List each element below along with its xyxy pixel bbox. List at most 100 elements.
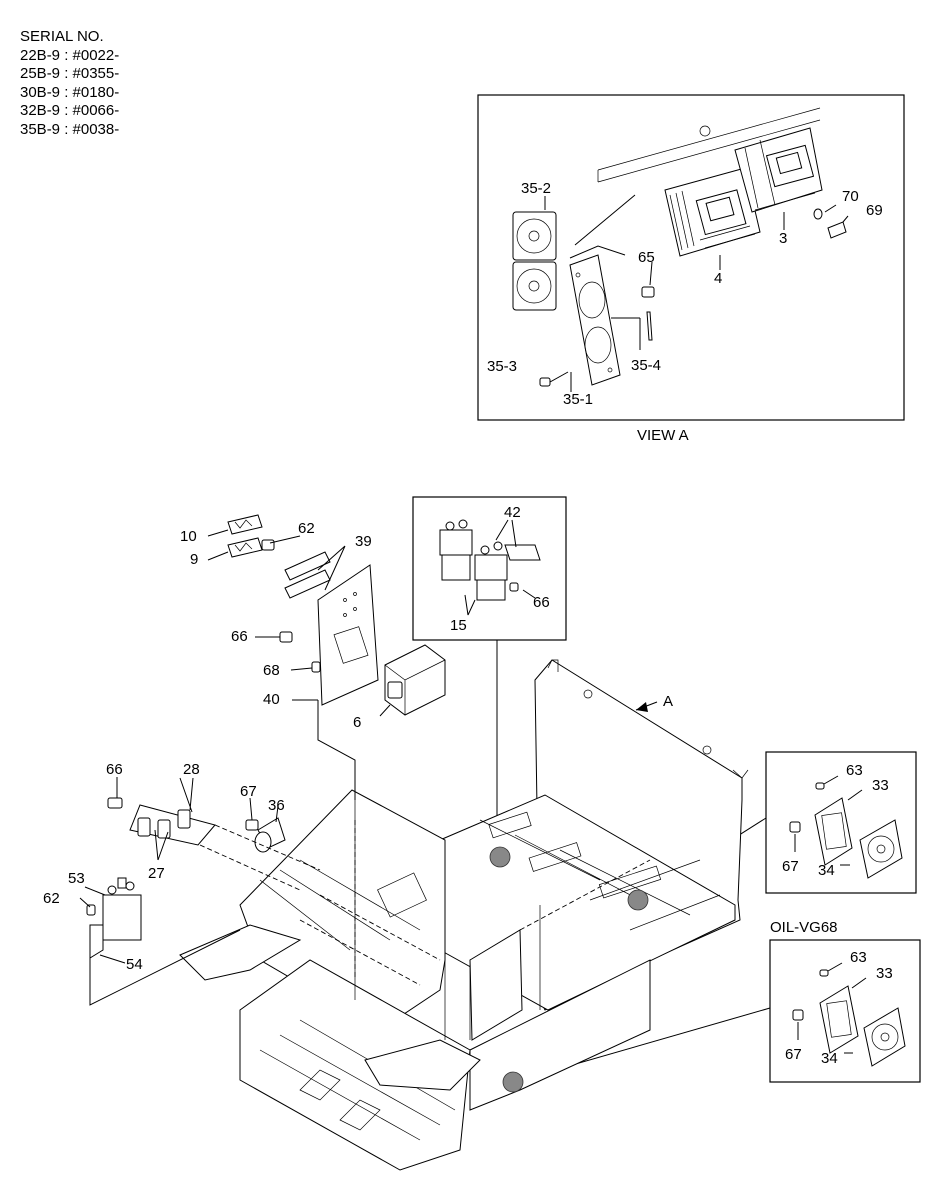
fan-inset-2: 63 33 67 34 — [769, 939, 921, 1083]
relay-block-28 — [129, 804, 216, 846]
callout-marker — [627, 889, 649, 911]
serial-line: 25B-9 : #0355- — [20, 65, 120, 82]
screw-62 — [86, 904, 96, 916]
screw-66 — [107, 797, 123, 809]
label-70: 70 — [842, 188, 859, 205]
label-27: 27 — [148, 865, 165, 882]
screw-66 — [509, 582, 519, 592]
left-dashed-lines — [199, 824, 321, 891]
fan-34 — [859, 819, 903, 879]
contactor-inset: 42 66 15 — [412, 496, 567, 641]
label-68: 68 — [263, 662, 280, 679]
label-62: 62 — [43, 890, 60, 907]
fan-inset-1-leaders — [794, 775, 863, 866]
right-step — [364, 1039, 481, 1091]
view-a-leaders — [544, 194, 849, 392]
view-a-bracket-lines — [597, 107, 821, 183]
bottom-chassis — [239, 959, 471, 1171]
fan-35-2 — [512, 211, 557, 311]
serial-line: 32B-9 : #0066- — [20, 102, 120, 119]
gasket-33 — [814, 797, 853, 866]
screw-65 — [641, 286, 655, 298]
screw-66 — [279, 631, 293, 643]
left-step — [179, 924, 302, 981]
contactor-leaders — [464, 519, 536, 616]
label-67: 67 — [240, 783, 257, 800]
label-34: 34 — [821, 1050, 838, 1067]
label-54: 54 — [126, 956, 143, 973]
label-40: 40 — [263, 691, 280, 708]
serial-line: 35B-9 : #0038- — [20, 120, 120, 138]
label-67: 67 — [782, 858, 799, 875]
screw-68 — [311, 661, 321, 673]
controller-unit-4 — [664, 167, 761, 257]
label-33: 33 — [876, 965, 893, 982]
upper-left-leaders — [207, 529, 391, 717]
view-a-caption: VIEW A — [637, 427, 689, 444]
label-10: 10 — [180, 528, 197, 545]
screw-63 — [815, 782, 825, 790]
inner-upright — [469, 929, 523, 1041]
label-33: 33 — [872, 777, 889, 794]
view-a-frame — [477, 94, 905, 421]
label-53: 53 — [68, 870, 85, 887]
label-67: 67 — [785, 1046, 802, 1063]
contactor-15 — [439, 519, 508, 601]
screw-67 — [792, 1009, 804, 1021]
callout-marker — [489, 846, 511, 868]
fan-inset-1: 63 33 67 34 — [765, 751, 917, 894]
fan-inset-2-leaders — [797, 962, 867, 1054]
label-34: 34 — [818, 862, 835, 879]
bracket-36 — [254, 817, 286, 853]
label-35-3: 35-3 — [487, 358, 517, 375]
screw-67 — [789, 821, 801, 833]
label-66: 66 — [231, 628, 248, 645]
gasket-33 — [819, 985, 859, 1054]
bracket-40 — [317, 564, 379, 706]
label-6: 6 — [353, 714, 361, 731]
label-69: 69 — [866, 202, 883, 219]
label-63: 63 — [850, 949, 867, 966]
serial-title: SERIAL NO. — [20, 28, 104, 45]
label-42: 42 — [504, 504, 521, 521]
oil-vg68-label: OIL-VG68 — [770, 919, 838, 936]
screw-35-3 — [539, 371, 569, 387]
label-66: 66 — [533, 594, 550, 611]
screw-67 — [245, 819, 259, 831]
bracket-42 — [504, 544, 541, 561]
label-63: 63 — [846, 762, 863, 779]
label-3: 3 — [779, 230, 787, 247]
contactor-53 — [102, 877, 142, 941]
controller-unit-3 — [734, 127, 823, 213]
screw-69 — [827, 221, 847, 239]
view-a-inset: 35-2 70 69 3 65 4 35-3 35-4 35-1 — [477, 94, 905, 421]
view-a-hole — [699, 125, 711, 137]
fuse-10 — [227, 514, 263, 535]
fuse-holders-39 — [284, 551, 331, 599]
label-4: 4 — [714, 270, 722, 287]
label-36: 36 — [268, 797, 285, 814]
label-35-1: 35-1 — [563, 391, 593, 408]
serial-line: 30B-9 : #0180- — [20, 83, 120, 101]
arrowhead — [636, 702, 648, 712]
label-35-2: 35-2 — [521, 180, 551, 197]
callout-marker — [502, 1071, 524, 1093]
strip-35-4 — [646, 311, 653, 341]
label-28: 28 — [183, 761, 200, 778]
label-9: 9 — [190, 551, 198, 568]
label-62: 62 — [298, 520, 315, 537]
bracket-54 — [89, 924, 104, 959]
truck-frame — [179, 659, 749, 1171]
screw-62 — [261, 539, 275, 551]
screw-63 — [819, 969, 829, 977]
label-15: 15 — [450, 617, 467, 634]
serial-line: 22B-9 : #0022- — [20, 46, 120, 64]
label-65: 65 — [638, 249, 655, 266]
fuse-9 — [227, 537, 263, 558]
left-leaders — [79, 777, 279, 1006]
label-39: 39 — [355, 533, 372, 550]
bracket-to-frame-line — [317, 700, 356, 800]
label-A: A — [663, 693, 673, 710]
serial-number-block: SERIAL NO. 22B-9 : #0022- 25B-9 : #0355-… — [20, 28, 119, 139]
